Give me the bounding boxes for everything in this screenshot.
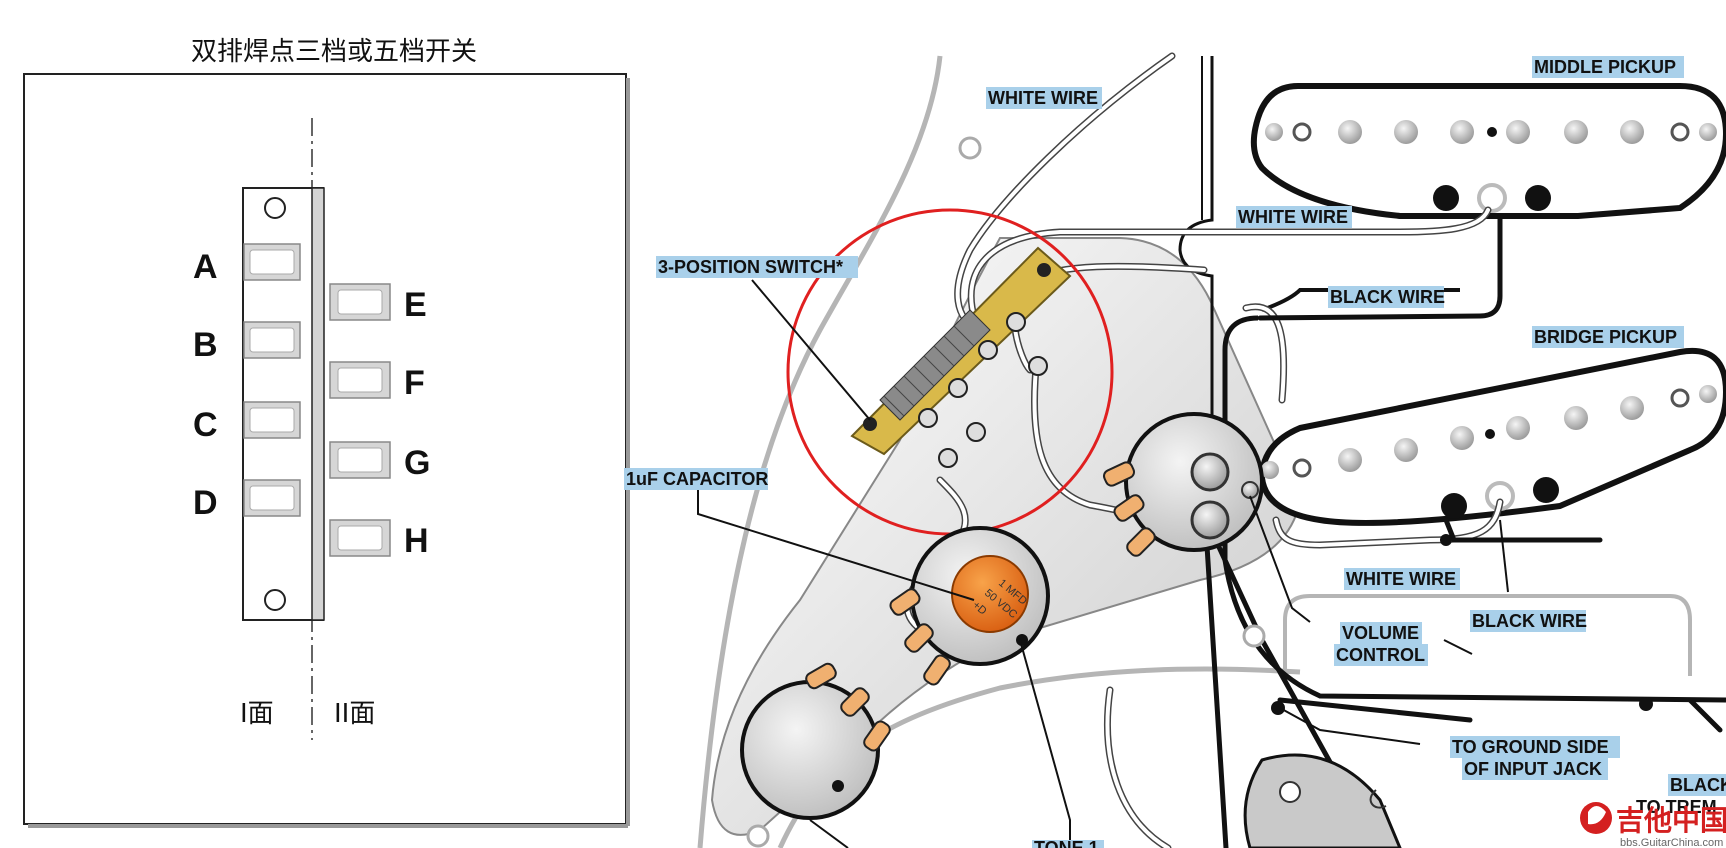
watermark-name: 吉他中国 — [1616, 804, 1726, 837]
strat-wiring-diagram: 1 MFD 50 VDC +D — [624, 52, 1726, 848]
switch-pinout-panel: 双排焊点三档或五档开关 — [23, 37, 630, 828]
lug-letter-c: C — [193, 406, 218, 444]
label-switch: 3-POSITION SWITCH* — [658, 257, 843, 277]
right-lugs — [329, 283, 391, 557]
body-outline — [697, 55, 943, 848]
lug-letter-d: D — [193, 484, 218, 522]
lug-letter-h: H — [404, 522, 429, 560]
side-label-1: I面 — [240, 699, 274, 729]
label-tone-cut: TONE 1 — [1034, 838, 1099, 848]
three-position-switch — [850, 246, 1072, 468]
lug-letter-b: B — [193, 326, 218, 364]
watermark-url: bbs.GuitarChina.com — [1620, 837, 1723, 848]
label-ground-side: TO GROUND SIDE — [1452, 737, 1609, 757]
label-middle-pickup: MIDDLE PICKUP — [1534, 57, 1676, 77]
label-input-jack: OF INPUT JACK — [1464, 759, 1602, 779]
label-white-wire-mid: WHITE WIRE — [1238, 207, 1348, 227]
mount-hole-top — [264, 197, 286, 219]
site-watermark: 吉他中国 bbs.GuitarChina.com — [1580, 802, 1726, 848]
diagram-labels: WHITE WIRE MIDDLE PICKUP WHITE WIRE BLAC… — [624, 56, 1726, 848]
bridge-pickup — [1258, 347, 1726, 526]
side-label-2: II面 — [334, 699, 375, 729]
label-white-wire-top: WHITE WIRE — [988, 88, 1098, 108]
input-jack-plate — [1243, 753, 1402, 848]
middle-pickup — [1250, 83, 1726, 219]
lug-letter-a: A — [193, 248, 218, 286]
panel-title: 双排焊点三档或五档开关 — [191, 37, 477, 67]
label-black-wire-low: BLACK WIRE — [1472, 611, 1587, 631]
label-black-wire-mid: BLACK WIRE — [1330, 287, 1445, 307]
label-control: CONTROL — [1336, 645, 1425, 665]
lug-letter-e: E — [404, 286, 427, 324]
panel-frame — [23, 73, 627, 825]
volume-pot — [1102, 412, 1264, 557]
tone-pot-2 — [740, 662, 891, 820]
lug-letter-f: F — [404, 364, 425, 402]
label-capacitor: 1uF CAPACITOR — [626, 469, 768, 489]
label-volume: VOLUME — [1342, 623, 1419, 643]
label-white-wire-low: WHITE WIRE — [1346, 569, 1456, 589]
tone-pot-1: 1 MFD 50 VDC +D — [889, 526, 1050, 686]
mount-hole-bottom — [264, 589, 286, 611]
route-channel — [1178, 56, 1214, 520]
label-trem-cut: TO TREM — [1636, 797, 1717, 817]
lug-letter-g: G — [404, 444, 430, 482]
left-lugs — [243, 243, 301, 517]
label-black-cut: BLACK — [1670, 775, 1726, 795]
label-bridge-pickup: BRIDGE PICKUP — [1534, 327, 1677, 347]
